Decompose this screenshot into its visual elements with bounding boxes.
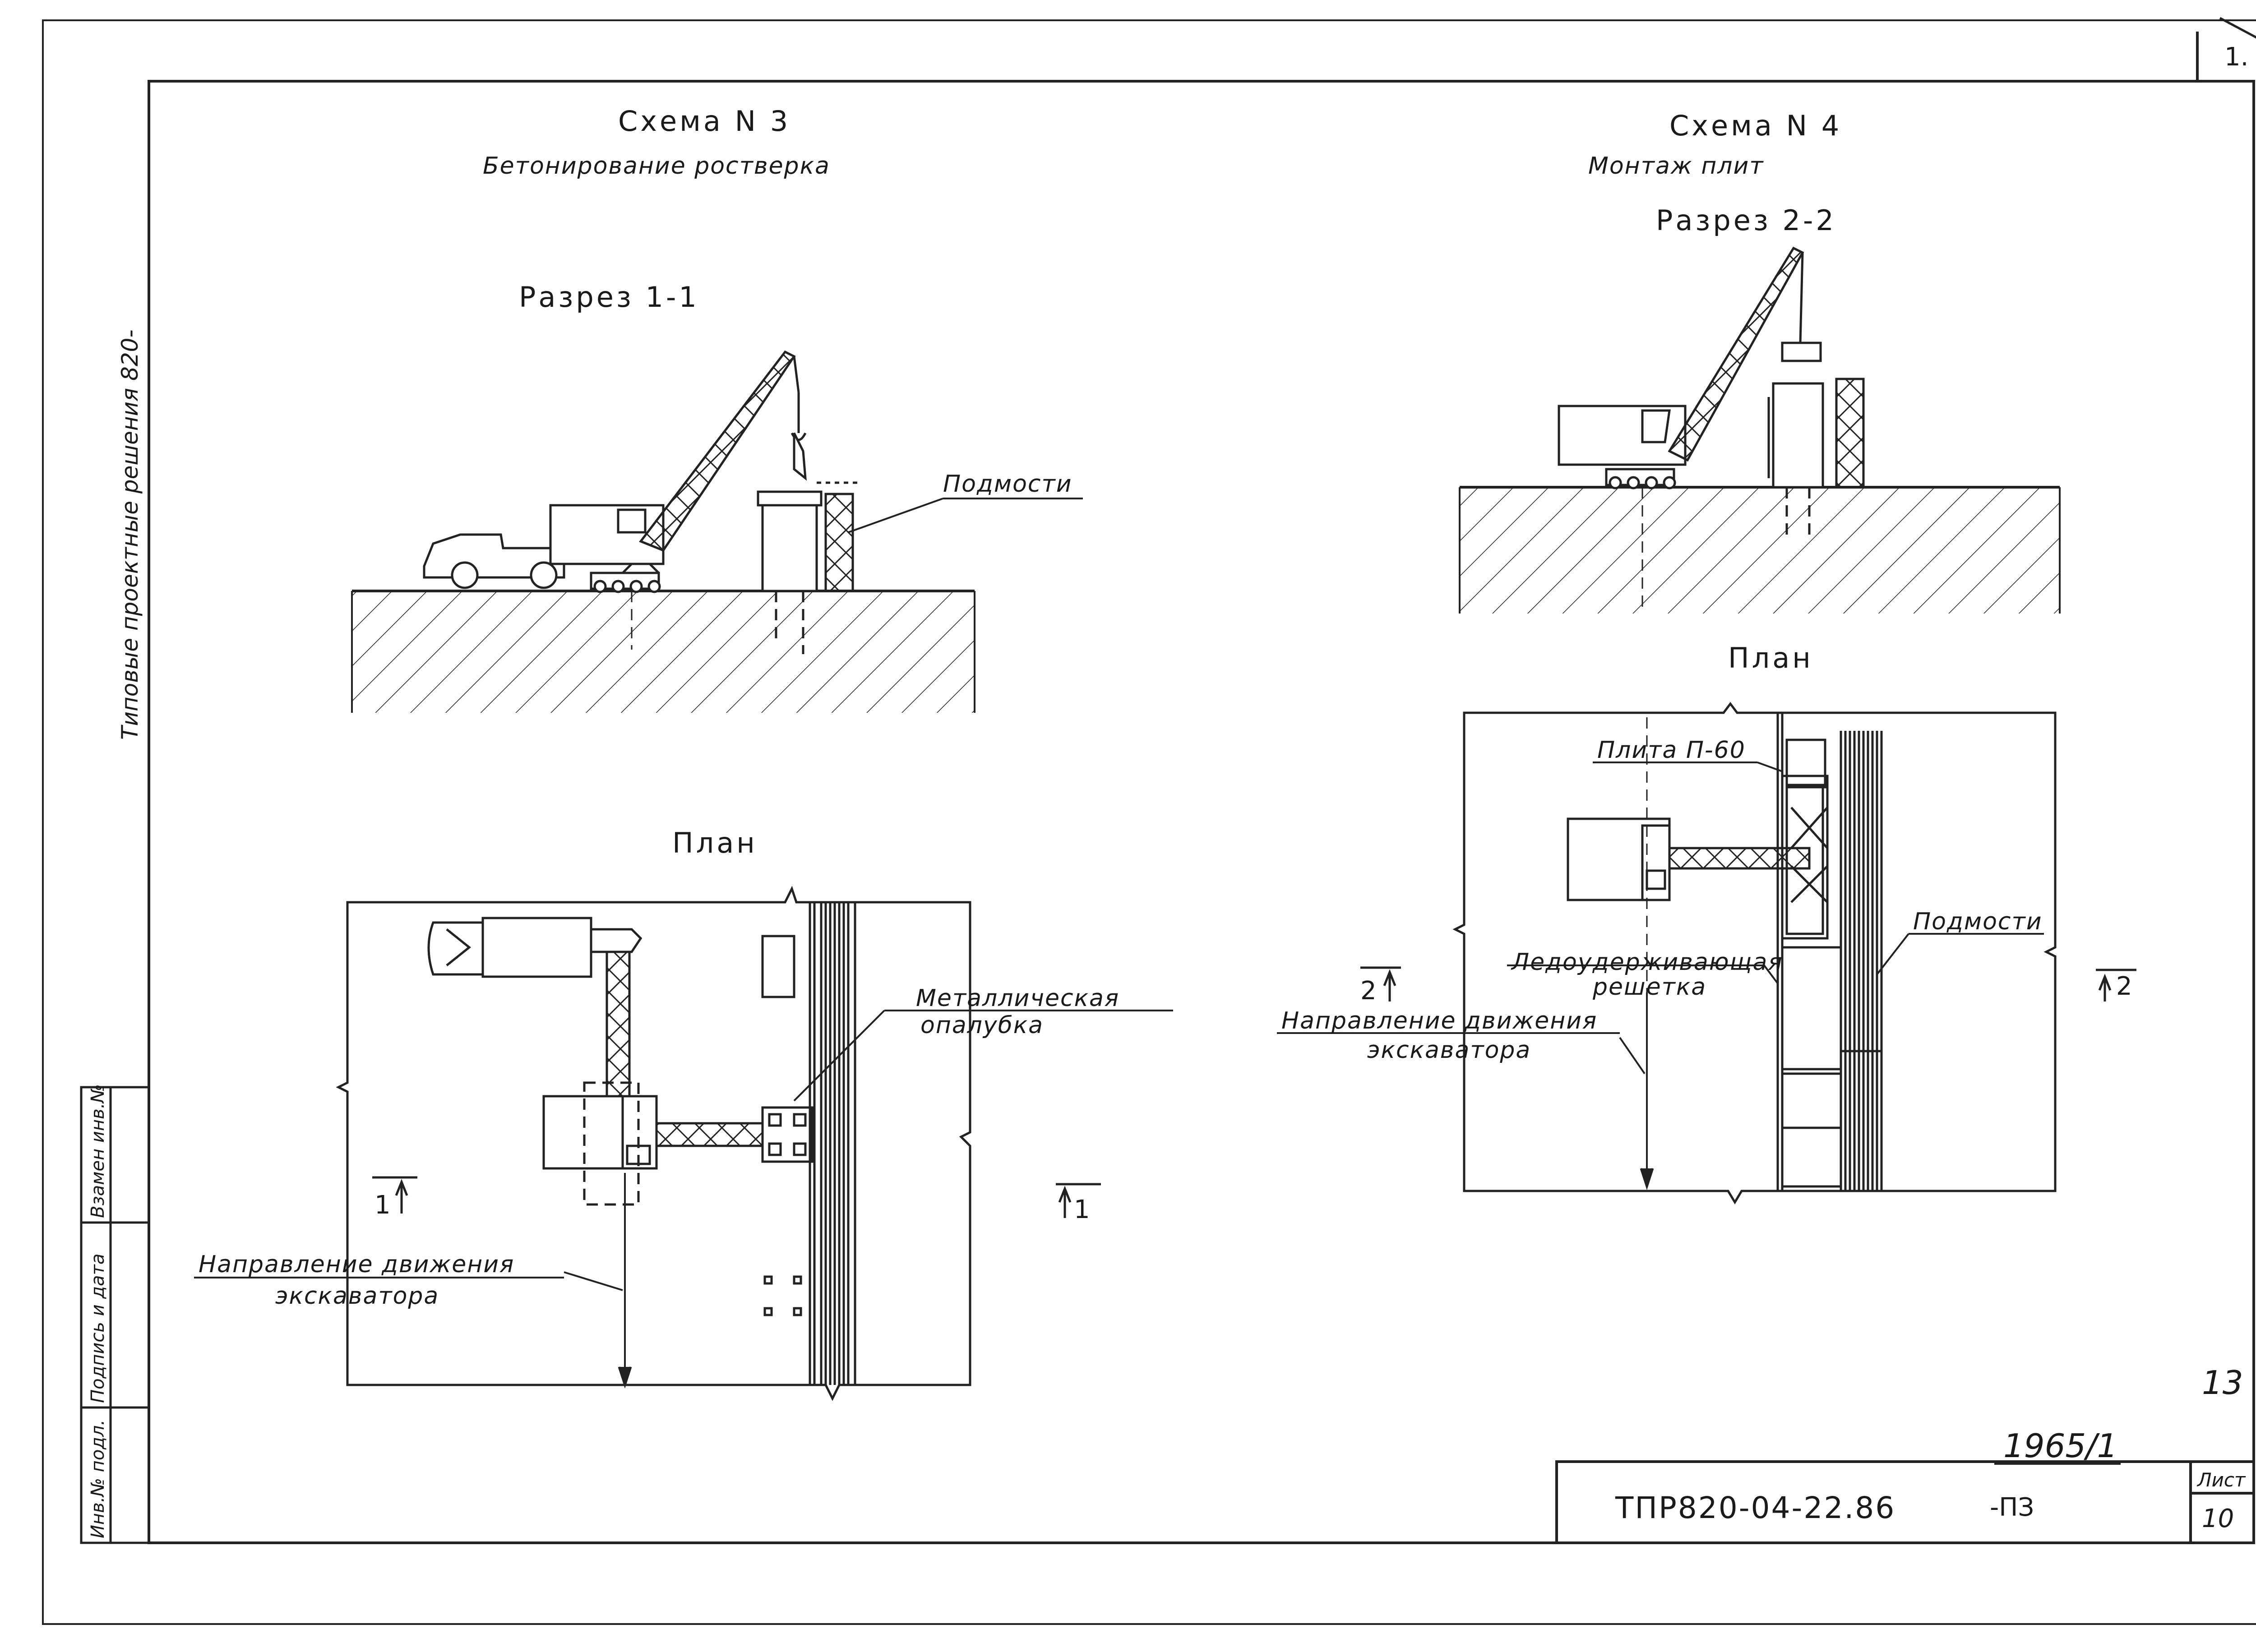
scheme3-label-scaffold: Подмости bbox=[943, 471, 1073, 498]
stamp-col2: Подпись и дата bbox=[88, 1254, 108, 1403]
scheme3-section-title: Разрез 1-1 bbox=[519, 281, 699, 314]
ground-hatch-2 bbox=[1460, 487, 2060, 614]
scheme3-label-dir-1: Направление движения bbox=[199, 1251, 514, 1278]
scheme3-label-formwork-1: Металлическая bbox=[916, 985, 1119, 1012]
plan-2-drawing bbox=[1360, 701, 2136, 1204]
truck-side-view bbox=[423, 533, 565, 589]
scheme4-label-grate-1: Ледоудерживающая bbox=[1511, 949, 1783, 976]
scheme3-label-formwork-2: опалубка bbox=[920, 1012, 1044, 1039]
scheme4-label-dir-2: экскаватора bbox=[1367, 1037, 1531, 1064]
section-1-1-drawing bbox=[351, 350, 1083, 713]
excavator-crane-side bbox=[549, 350, 807, 593]
scheme4-label-dir-1: Направление движения bbox=[1281, 1007, 1597, 1034]
stamp-col1: Инв.№ подл. bbox=[88, 1420, 108, 1538]
side-title: Типовые проектные решения 820- bbox=[117, 330, 143, 740]
scheme4-label-grate-2: решетка bbox=[1592, 974, 1706, 1001]
sheet-number: 10 bbox=[2202, 1504, 2234, 1533]
scheme3-mark-right: 1 bbox=[1074, 1195, 1090, 1224]
scheme4-plan-title: План bbox=[1728, 641, 1813, 674]
title-block bbox=[1555, 1460, 2255, 1544]
scheme4-title: Схема N 4 bbox=[1669, 109, 1842, 142]
stamp-block bbox=[80, 1086, 150, 1544]
scheme4-subtitle: Монтаж плит bbox=[1588, 152, 1764, 180]
plan-1-drawing bbox=[336, 886, 1173, 1401]
scheme3-subtitle: Бетонирование ростверка bbox=[483, 152, 830, 180]
page-number: 13 bbox=[2202, 1364, 2243, 1402]
section-2-2-drawing bbox=[1459, 246, 2061, 614]
doc-code: ТПР820-04-22.86 bbox=[1615, 1490, 1895, 1525]
stamp-col3: Взамен инв.№ bbox=[88, 1084, 108, 1218]
pile-cap-and-scaffold bbox=[631, 481, 1083, 654]
scheme4-mark-left: 2 bbox=[1360, 976, 1377, 1006]
excavator-crane-side-2 bbox=[1558, 246, 1865, 614]
sheet-label: Лист bbox=[2196, 1469, 2246, 1491]
album-number: 1965/1 bbox=[2003, 1427, 2117, 1465]
scheme4-label-slab: Плита П-60 bbox=[1597, 737, 1746, 764]
scheme3-label-dir-2: экскаватора bbox=[275, 1283, 439, 1310]
scheme3-plan-title: План bbox=[672, 826, 758, 859]
doc-suffix: -ПЗ bbox=[1990, 1493, 2034, 1522]
corner-mark: 1. bbox=[2224, 42, 2248, 72]
scheme4-mark-right: 2 bbox=[2116, 972, 2132, 1001]
scheme4-section-title: Разрез 2-2 bbox=[1656, 204, 1836, 237]
scheme4-label-scaffold: Подмости bbox=[1913, 908, 2043, 935]
scheme3-title: Схема N 3 bbox=[618, 105, 791, 138]
sheet-frame bbox=[42, 17, 2256, 1625]
ground-hatch bbox=[352, 591, 975, 713]
scheme3-mark-left: 1 bbox=[374, 1191, 391, 1220]
